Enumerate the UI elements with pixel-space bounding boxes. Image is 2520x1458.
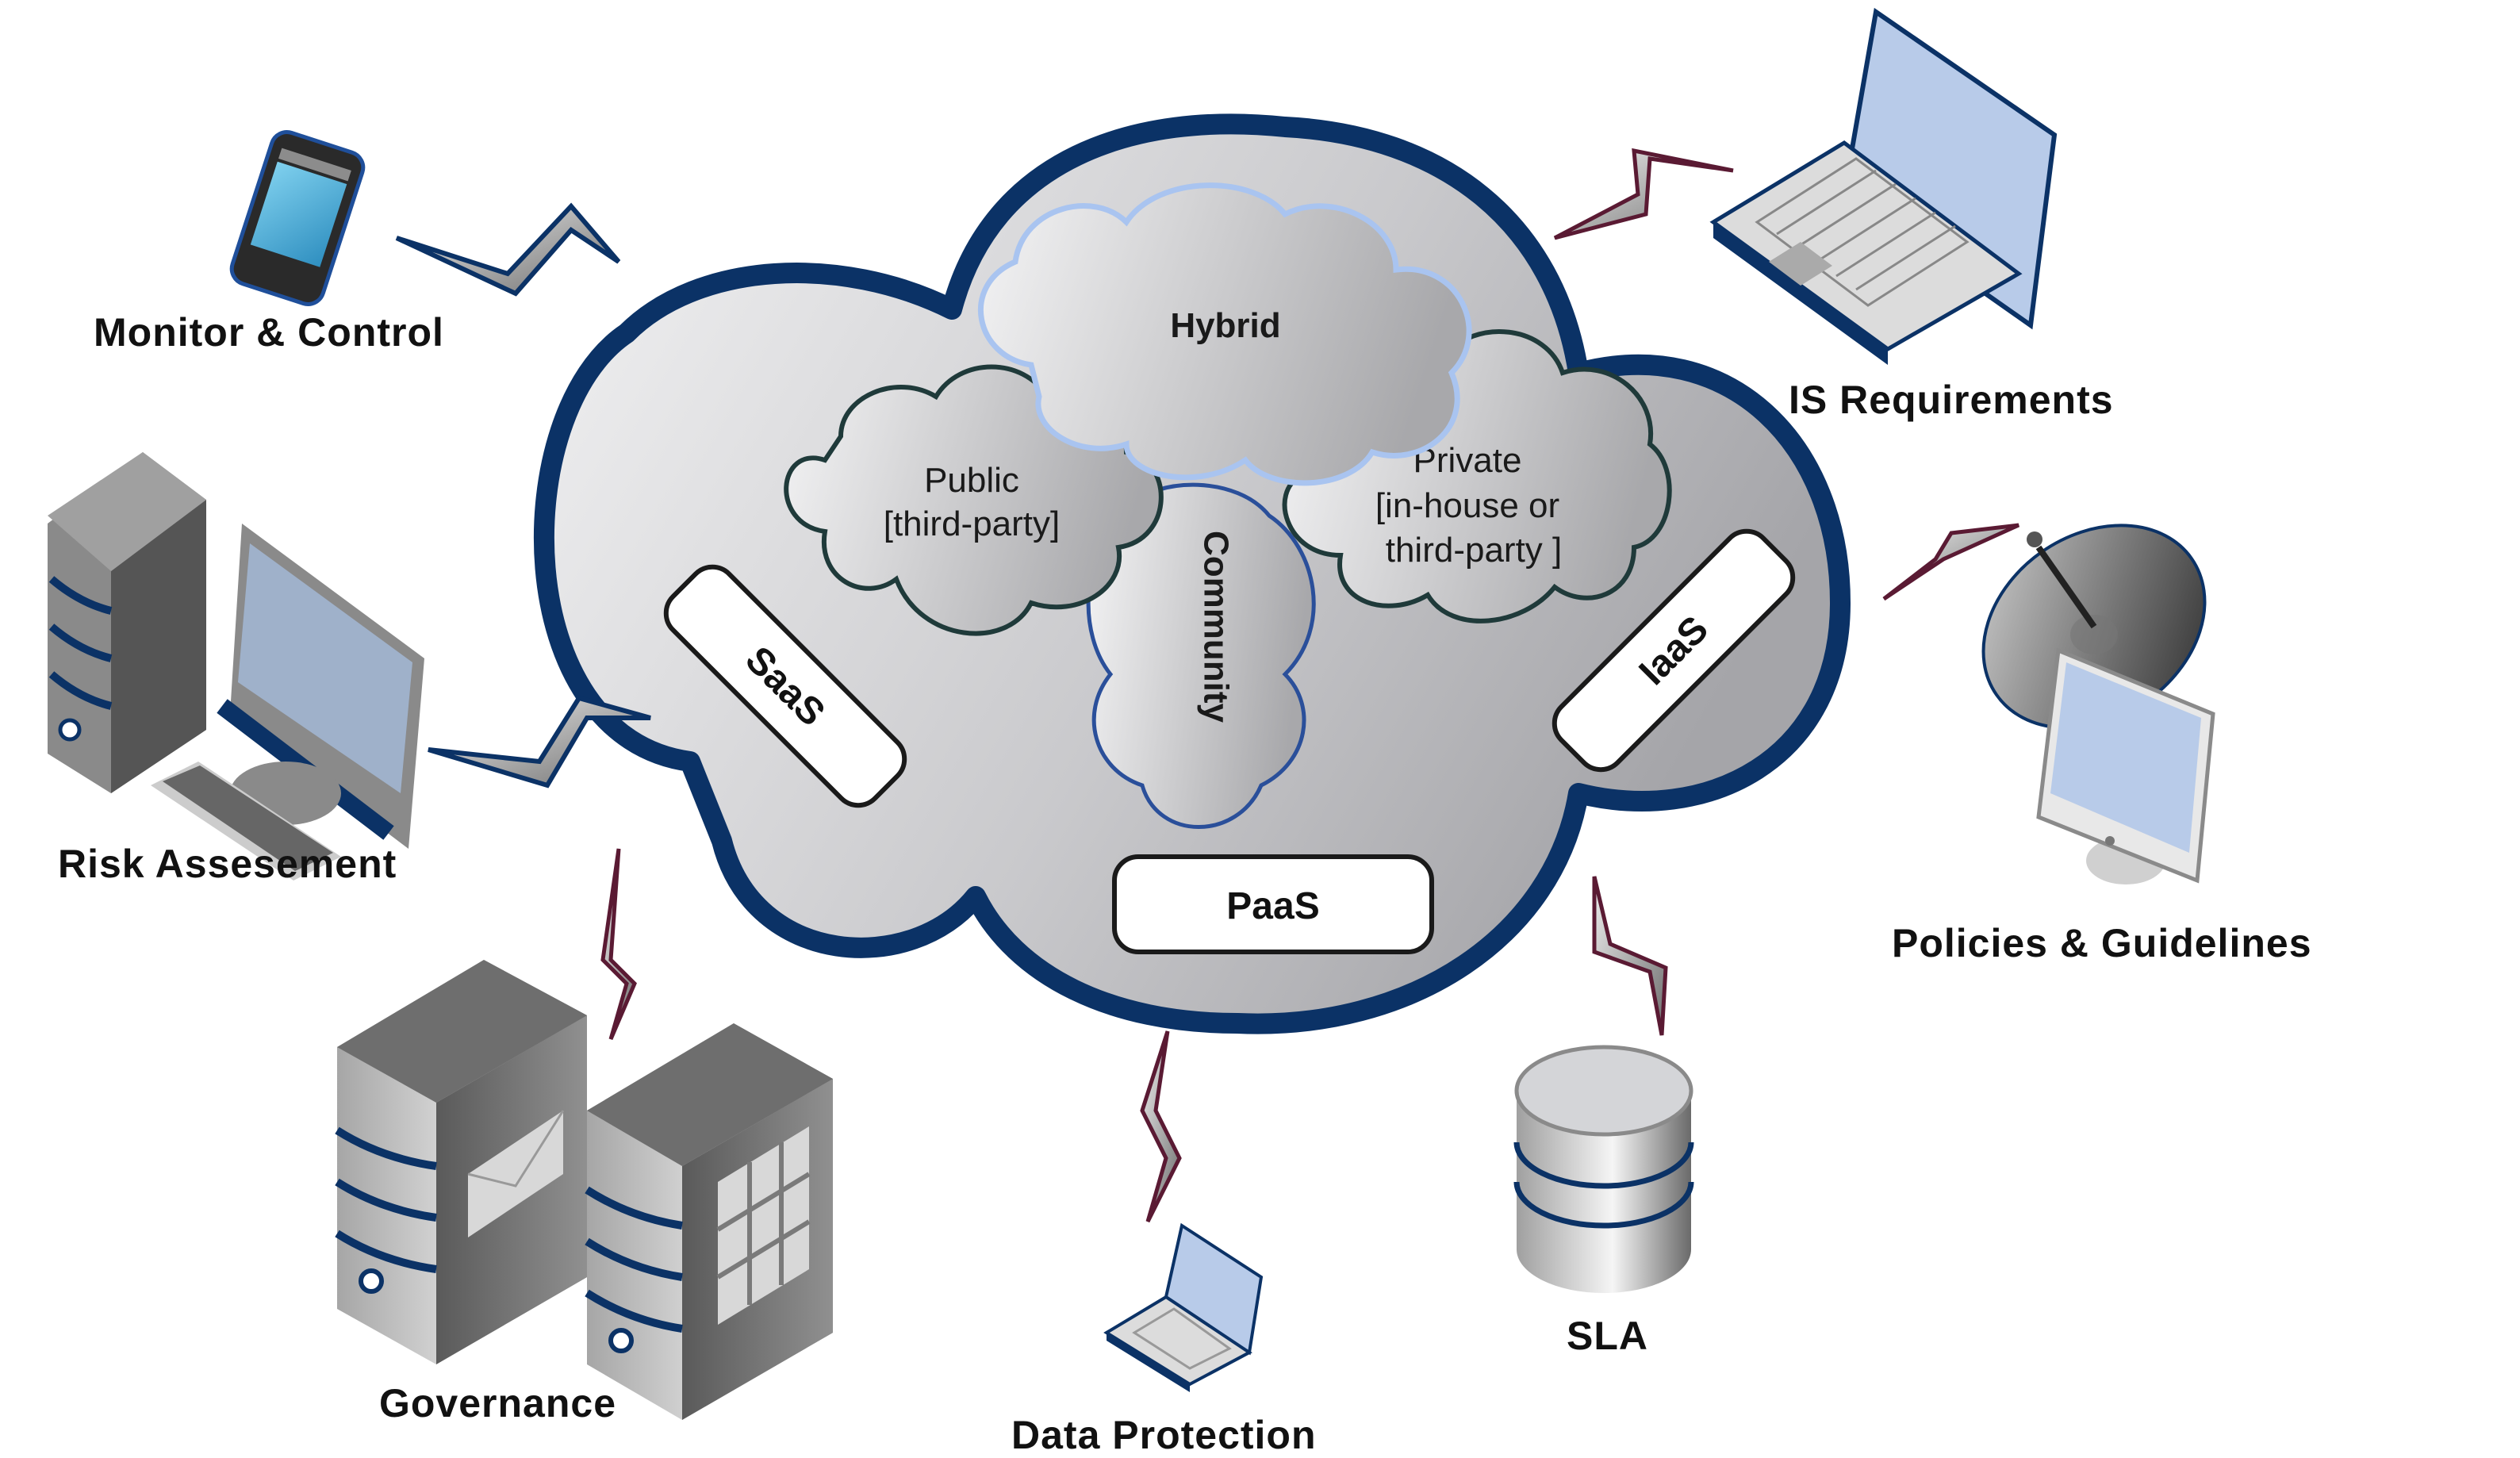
connection-bolt-data-protection [1140,1030,1182,1223]
connection-bolt-sla [1592,876,1668,1036]
node-label-risk-assessment: Risk Assesement [58,842,397,886]
hybrid-cloud: Hybrid [977,182,1472,486]
connection-bolt-monitor [395,202,621,297]
community-label: Community [1196,531,1235,723]
smartphone-icon [229,130,366,306]
node-label-is-requirements: IS Requirements [1789,378,2114,422]
community-cloud: Community [1086,482,1316,829]
paas-pill: PaaS [1112,854,1434,954]
paas-label: PaaS [1226,885,1319,927]
server-rack-icon-firewall [585,1023,833,1420]
private-label-line2: [in-house or [1375,486,1559,525]
public-label-line1: Public [924,461,1019,500]
node-label-sla: SLA [1567,1314,1648,1358]
node-label-policies-guidelines: Policies & Guidelines [1892,921,2312,965]
monitor-icon [2036,647,2215,884]
keyboard-icon [1755,157,1970,307]
node-label-data-protection: Data Protection [1011,1413,1317,1457]
connection-bolt-is-requirements [1553,148,1734,240]
connection-bolt-risk [428,695,651,788]
laptop-icon-small [1103,1222,1264,1392]
connection-bolt-policies [1882,523,2020,601]
hybrid-label: Hybrid [1170,306,1280,345]
connection-bolt-governance [600,848,637,1040]
firewall-icon [716,1126,811,1325]
laptop-icon-large [1709,7,2058,365]
private-label-line3: third-party ] [1386,531,1563,570]
desktop-computer-icon [48,452,424,881]
public-label-line2: [third-party] [884,505,1061,543]
iaas-pill: IaaS [1552,528,1796,773]
envelope-icon [468,1111,563,1237]
node-label-governance: Governance [379,1381,617,1425]
node-label-monitor-control: Monitor & Control [94,310,444,355]
database-icon [1513,1045,1694,1293]
server-rack-icon-mail [335,960,587,1364]
